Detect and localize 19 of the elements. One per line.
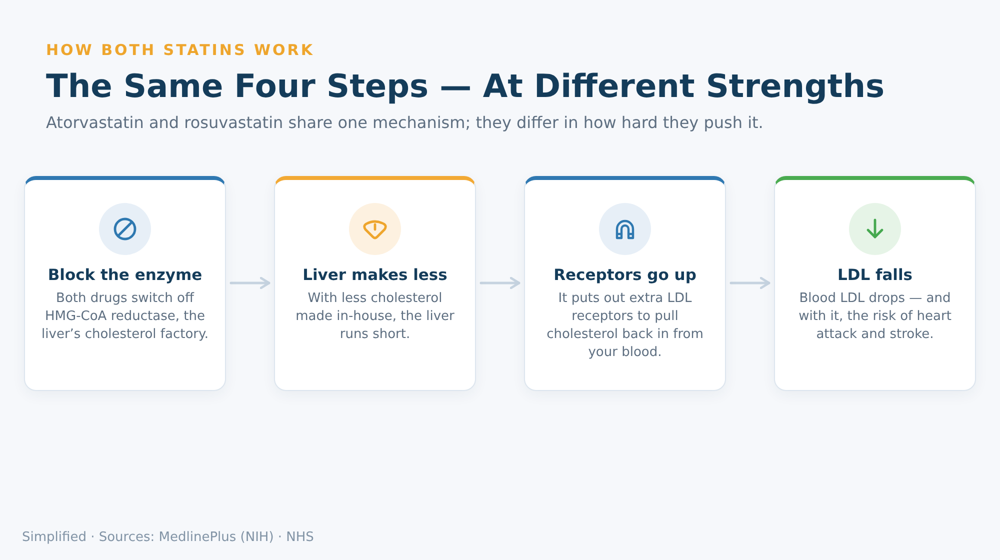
step-description: Blood LDL drops — and with it, the risk of heart attack and stroke. [798, 290, 952, 344]
step-card [524, 176, 726, 391]
arrow [730, 276, 770, 290]
step-heading: LDL falls [837, 265, 913, 285]
step-description: It puts out extra LDL receptors to pull cholesterol back in from your blood. [546, 290, 704, 362]
step-heading: Block the enzyme [48, 265, 202, 285]
step-card [24, 176, 226, 391]
arrow [480, 276, 520, 290]
arrow [230, 276, 270, 290]
step-description: With less cholesterol made in-house, the liver runs short. [294, 290, 456, 344]
subtitle-text: Atorvastatin and rosuvastatin share one mechanism; they differ in how hard they push it. [46, 112, 764, 134]
step-card [274, 176, 476, 391]
eyebrow-text: HOW BOTH STATINS WORK [46, 40, 314, 60]
step-heading: Receptors go up [554, 265, 696, 285]
step-description: Both drugs switch off HMG-CoA reductase, the liver’s cholesterol factory. [40, 290, 210, 344]
step-heading: Liver makes less [302, 265, 448, 285]
page-title: The Same Four Steps — At Different Strengths [46, 66, 885, 106]
source-note: Simplified · Sources: MedlinePlus (NIH) · NHS [22, 529, 314, 547]
step-card [774, 176, 976, 391]
